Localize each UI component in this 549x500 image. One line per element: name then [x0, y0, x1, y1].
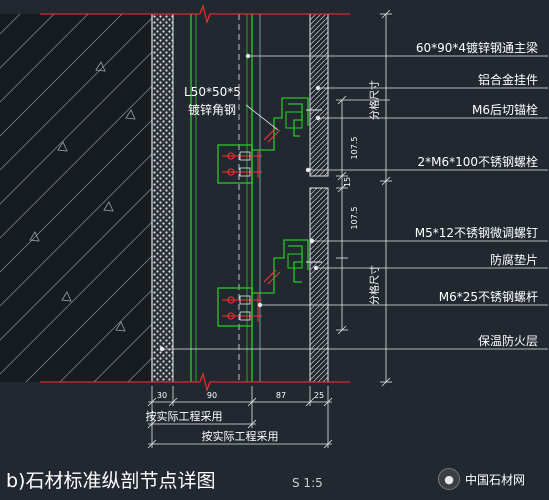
stone-panel-upper [309, 13, 329, 177]
dim-lower: 107.5 [350, 207, 359, 230]
aluminum-hanger [288, 103, 303, 137]
label-main-beam: 60*90*4镀锌钢通主梁 [416, 40, 538, 55]
callout-labels: 60*90*4镀锌钢通主梁 铝合金挂件 M6后切锚栓 2*M6*100不锈钢螺栓… [184, 40, 538, 348]
label-angle-size: L50*50*5 [184, 85, 241, 99]
concrete-wall [0, 14, 153, 382]
angle-steel [251, 97, 309, 151]
dim-module-upper: 分格尺寸 [368, 80, 381, 120]
lower-bolts [222, 269, 281, 322]
stone-panel-lower [309, 187, 329, 383]
dim-87: 87 [276, 391, 286, 400]
drawing-scale: S 1:5 [292, 476, 323, 490]
upper-bolts [222, 127, 281, 178]
label-screw: M5*12不锈钢微调螺钉 [415, 226, 538, 240]
watermark-text: 中国石材网 [465, 472, 526, 487]
dim-module-lower: 分格尺寸 [368, 265, 381, 305]
note-actual-2: 按实际工程采用 [202, 429, 279, 443]
bottom-dimension-texts: 30 90 87 25 按实际工程采用 按实际工程采用 [146, 391, 325, 443]
lower-connector [217, 239, 322, 327]
main-steel-beam [190, 14, 253, 382]
dim-90: 90 [207, 391, 217, 400]
leader-lines [159, 53, 548, 352]
bottom-break-line [40, 372, 350, 392]
angle-steel-plate-lower [217, 287, 253, 327]
insulation-layer [153, 14, 174, 382]
dim-gap: 15 [343, 177, 352, 187]
bottom-dimension-chain [147, 386, 333, 449]
dim-upper: 107.5 [350, 137, 359, 160]
drawing-caption: b)石材标准纵剖节点详图 [6, 470, 216, 492]
upper-connector [217, 97, 322, 184]
dim-30: 30 [157, 391, 167, 400]
wall-aggregate-marks [29, 61, 136, 332]
angle-steel-lower [251, 239, 309, 294]
top-break-line [40, 4, 350, 24]
aluminum-hanger-lower [288, 245, 303, 283]
label-bolt: 2*M6*100不锈钢螺栓 [417, 154, 538, 169]
angle-steel-plate [217, 144, 253, 184]
label-angle-name: 镀锌角钢 [188, 103, 236, 117]
watermark: ● 中国石材网 [438, 468, 525, 490]
vertical-dimension-texts: 107.5 107.5 15 分格尺寸 分格尺寸 [343, 80, 381, 305]
label-hanger: 铝合金挂件 [478, 72, 538, 87]
dim-25: 25 [314, 391, 324, 400]
vertical-dimension-chain [336, 9, 392, 387]
label-anchor: M6后切锚栓 [472, 102, 538, 117]
wechat-icon: ● [438, 468, 460, 490]
upper-washers [239, 151, 251, 177]
note-actual-1: 按实际工程采用 [146, 409, 223, 423]
label-gasket: 防腐垫片 [490, 252, 538, 267]
label-rod: M6*25不锈钢螺杆 [439, 290, 538, 304]
label-insulation: 保温防火层 [478, 333, 538, 348]
